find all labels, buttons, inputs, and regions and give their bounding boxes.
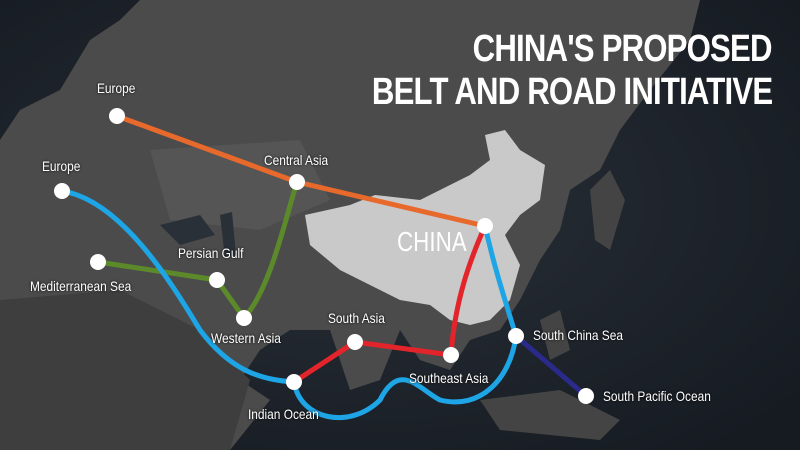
land-central-shading	[150, 140, 330, 230]
node-south-china-sea	[508, 328, 524, 344]
label-persian-gulf: Persian Gulf	[178, 245, 244, 261]
node-indian-ocean	[286, 374, 302, 390]
label-south-china-sea: South China Sea	[533, 327, 623, 343]
label-southeast-asia: Southeast Asia	[409, 370, 489, 386]
land-africa-shading	[0, 290, 250, 450]
route-pacific	[513, 333, 589, 399]
node-western-asia	[236, 310, 252, 326]
node-persian-gulf	[209, 272, 225, 288]
label-western-asia: Western Asia	[211, 330, 281, 346]
label-mediterranean: Mediterranean Sea	[30, 278, 132, 294]
node-mediterranean	[90, 254, 106, 270]
node-southeast-asia	[443, 347, 459, 363]
node-south-asia	[347, 334, 363, 350]
node-europe-west	[54, 183, 70, 199]
label-south-asia: South Asia	[328, 310, 385, 326]
title-line-1: CHINA'S PROPOSED	[472, 28, 773, 70]
node-china	[477, 218, 493, 234]
land-east-asia-islands	[480, 170, 625, 440]
sea-caspian-black	[160, 212, 236, 258]
label-indian-ocean: Indian Ocean	[248, 406, 319, 422]
label-europe-north: Europe	[97, 80, 136, 96]
node-central-asia	[289, 174, 305, 190]
china-label: CHINA	[397, 226, 467, 257]
label-south-pacific: South Pacific Ocean	[603, 388, 711, 404]
node-south-pacific	[578, 388, 594, 404]
label-central-asia: Central Asia	[264, 152, 329, 168]
node-europe-north	[109, 108, 125, 124]
title-line-2: BELT AND ROAD INITIATIVE	[371, 71, 773, 113]
label-europe-west: Europe	[42, 158, 81, 174]
china-land	[305, 130, 545, 325]
